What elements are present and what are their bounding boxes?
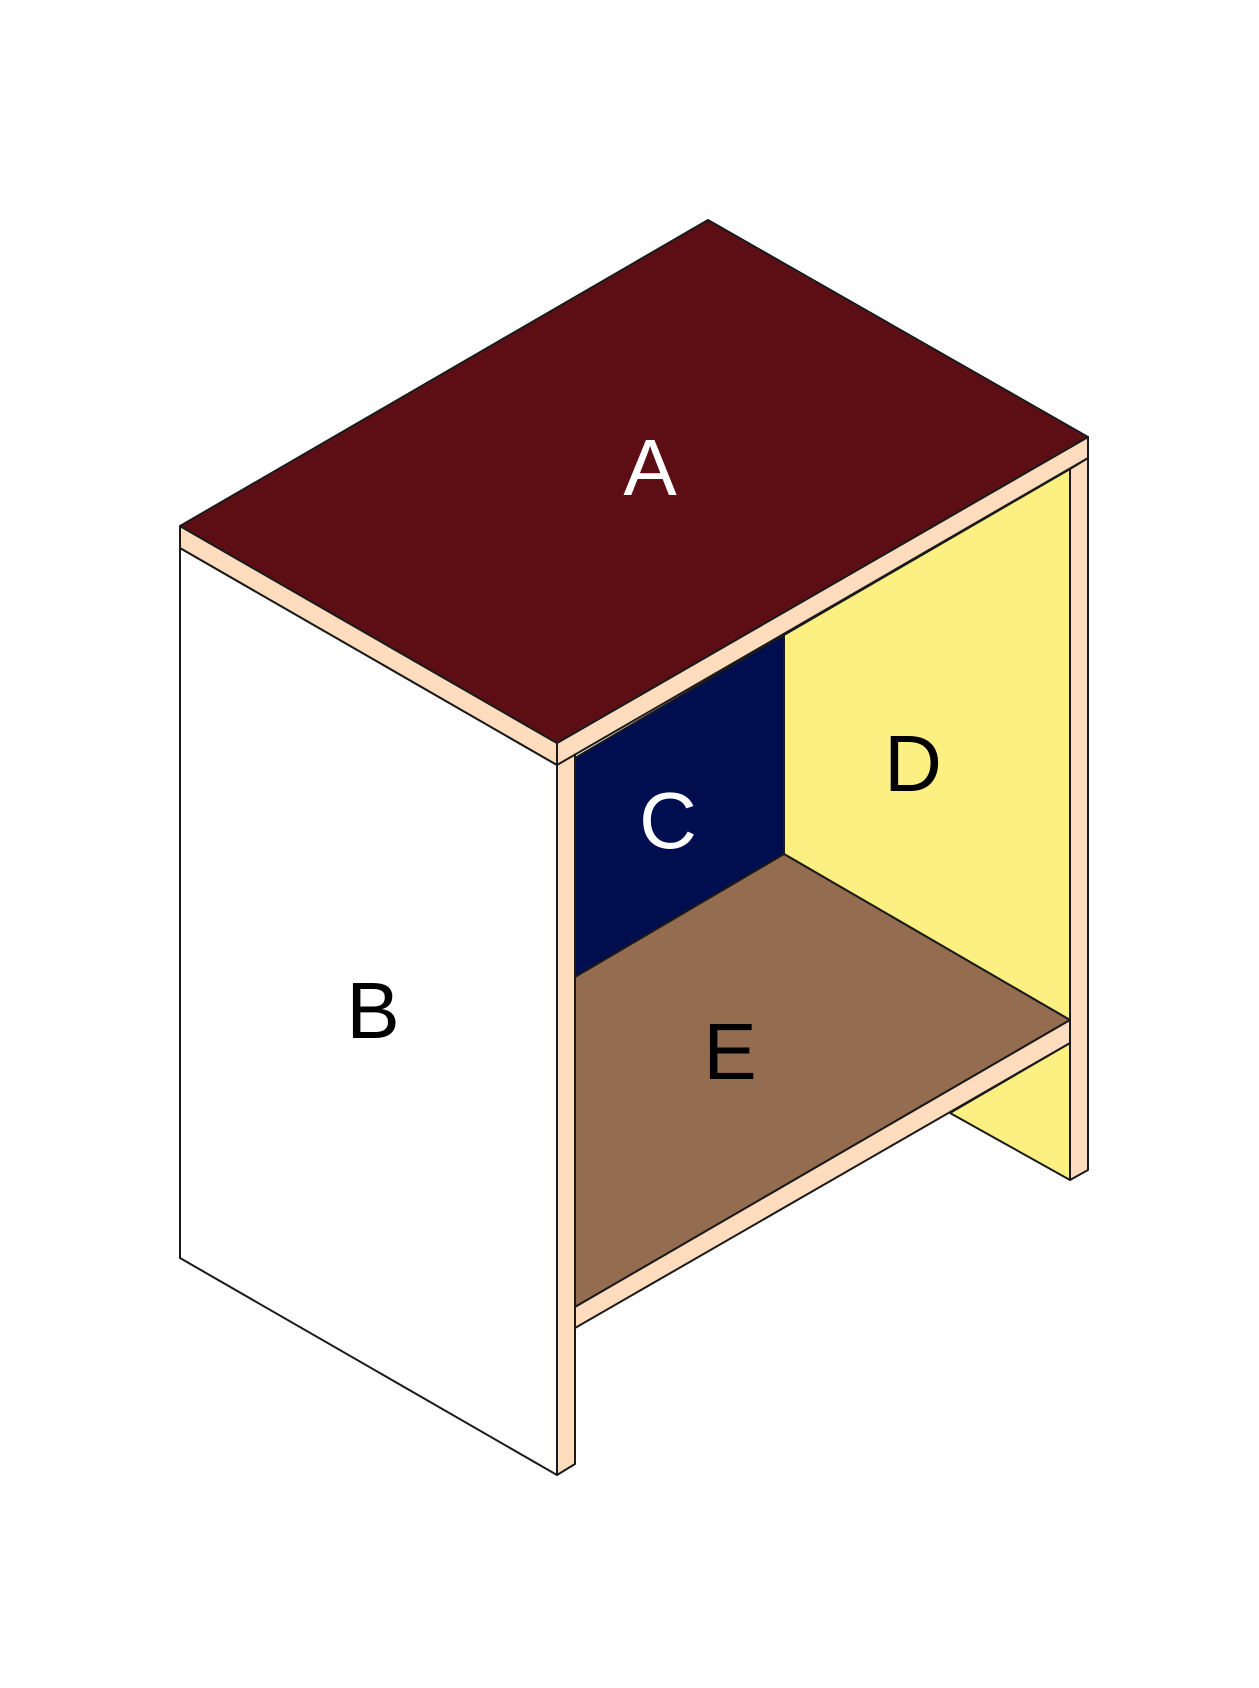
right-side-edge bbox=[1069, 457, 1089, 1181]
label-b: B bbox=[346, 966, 399, 1055]
left-side-front-edge bbox=[556, 752, 576, 1476]
label-c: C bbox=[639, 776, 697, 865]
panel-a bbox=[179, 219, 1089, 744]
label-e: E bbox=[703, 1007, 756, 1096]
label-d: D bbox=[884, 719, 942, 808]
label-a: A bbox=[623, 423, 677, 512]
